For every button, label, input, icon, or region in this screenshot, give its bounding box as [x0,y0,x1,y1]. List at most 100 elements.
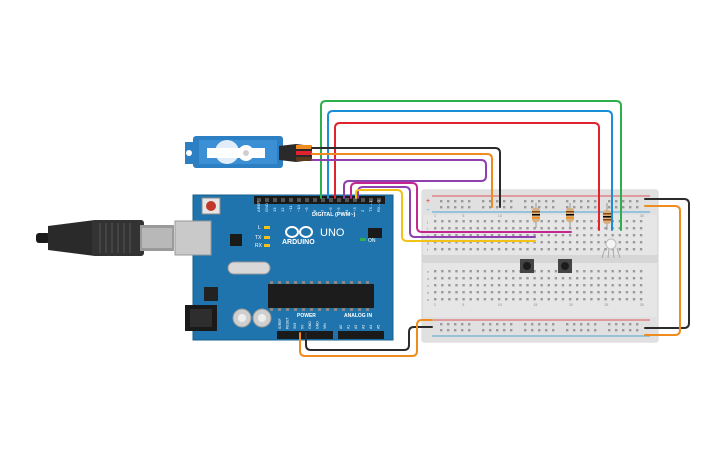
breadboard-hole [540,248,543,251]
rail-hole [587,329,590,332]
analog-header-label: ANALOG IN [344,313,372,319]
rail-hole [503,323,506,326]
breadboard-hole [441,284,444,287]
breadboard-hole [632,248,636,251]
breadboard-hole [448,277,451,280]
breadboard-hole [497,291,501,294]
breadboard-hole [618,291,621,294]
wire-black-rail [644,198,690,329]
power-pin-label: VIN [323,323,327,329]
digital-pin-label: 7 [320,209,325,212]
breadboard-hole [533,270,536,273]
breadboard-hole [561,241,565,244]
analog-pin-label: A5 [377,325,381,329]
rail-hole [482,329,485,332]
breadboard-hole [519,227,522,230]
breadboard-hole [632,291,636,294]
breadboard-hole [533,277,536,280]
breadboard-hole [434,291,437,294]
row-letter-label: e [427,270,429,274]
breadboard-hole [434,284,437,287]
power-pin-label: GND [316,321,320,329]
arduino-uno-board: ARDUINO UNO DIGITAL (PWM~) POWER ANALOG … [174,194,394,341]
rail-hole [489,206,492,209]
rail-hole [461,329,464,332]
rail-hole [622,206,625,209]
rail-hole [608,200,611,203]
breadboard-hole [505,241,508,244]
breadboard-hole [505,248,508,251]
row-letter-label: a [427,298,429,302]
breadboard-hole [455,270,458,273]
breadboard-hole [483,227,487,230]
wire-red [334,122,600,231]
breadboard-hole [611,277,614,280]
rail-hole [468,206,471,209]
rail-hole [510,200,513,203]
wire-orange-5v [299,319,433,357]
row-letter-label: f [427,248,428,252]
breadboard-hole [618,284,621,287]
rail-hole [573,206,576,209]
breadboard-hole [561,277,565,280]
breadboard-hole [568,227,572,230]
breadboard-hole [476,220,479,223]
rail-hole [482,206,485,209]
breadboard-hole [632,227,636,230]
breadboard-hole [583,291,586,294]
breadboard-hole [519,298,522,301]
breadboard-hole [533,241,536,244]
breadboard-hole [476,270,479,273]
breadboard-hole [462,270,465,273]
breadboard-hole [597,248,600,251]
breadboard-hole [497,234,501,237]
breadboard-hole [583,241,586,244]
breadboard-hole [505,234,508,237]
breadboard-hole [547,277,550,280]
breadboard-hole [483,220,487,223]
breadboard-hole [597,241,600,244]
breadboard-hole [590,241,593,244]
breadboard-hole [590,277,593,280]
wire-purple [357,186,536,238]
breadboard-hole [604,270,607,273]
breadboard-hole [455,298,458,301]
breadboard-hole [448,298,451,301]
rail-plus-label: + [426,198,430,205]
breadboard-hole [625,270,629,273]
rail-hole [566,323,569,326]
wire-purple-servo [311,159,487,199]
wire-black-gnd [305,326,433,351]
breadboard-hole [632,241,636,244]
breadboard-hole [476,227,479,230]
rail-hole [552,206,555,209]
rail-hole [440,323,443,326]
breadboard-hole [448,284,451,287]
rail-hole [629,329,632,332]
breadboard-hole [568,234,572,237]
breadboard-hole [505,270,508,273]
power-pin-label: 3V3 [293,323,297,329]
breadboard-hole [526,248,529,251]
breadboard-hole [469,227,472,230]
breadboard-hole [462,241,465,244]
rail-hole [489,329,492,332]
breadboard-hole [632,284,636,287]
breadboard-hole [462,291,465,294]
breadboard-hole [618,234,621,237]
breadboard-hole [519,234,522,237]
breadboard-hole [625,234,629,237]
breadboard-hole [512,270,515,273]
column-number-label: 30 [640,303,644,307]
breadboard-hole [462,277,465,280]
breadboard-hole [490,220,494,223]
breadboard-hole [597,284,600,287]
digital-pin-label: 12 [280,207,285,212]
breadboard-hole [469,270,472,273]
breadboard-hole [554,277,558,280]
rail-hole [496,200,499,203]
breadboard-hole [554,234,558,237]
breadboard-hole [476,284,479,287]
breadboard-hole [448,234,451,237]
